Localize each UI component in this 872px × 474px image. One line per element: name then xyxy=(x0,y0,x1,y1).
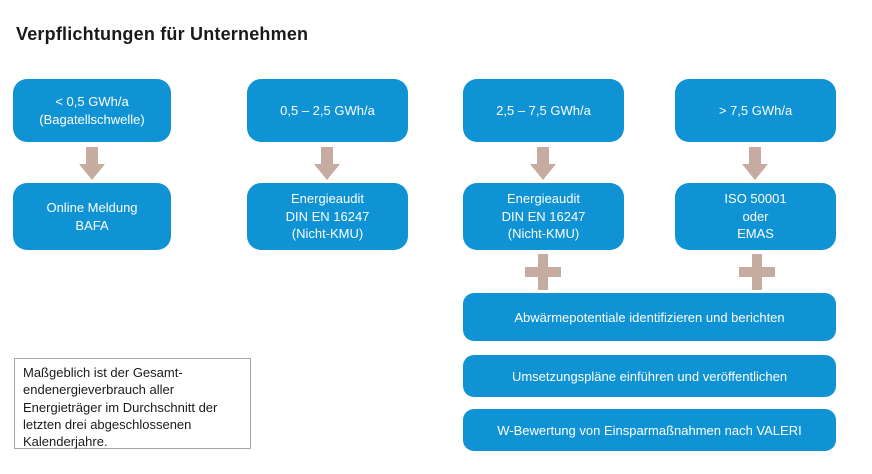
arrow-head xyxy=(530,164,556,180)
threshold-box-bagatell: < 0,5 GWh/a (Bagatellschwelle) xyxy=(13,79,171,142)
plus-icon xyxy=(739,254,775,290)
obligation-box-iso-emas: ISO 50001 oder EMAS xyxy=(675,183,836,250)
obligation-box-bafa: Online Meldung BAFA xyxy=(13,183,171,250)
arrow-shaft xyxy=(321,147,333,164)
threshold-box-2-5-7-5: 2,5 – 7,5 GWh/a xyxy=(463,79,624,142)
plus-vertical xyxy=(538,254,548,290)
additional-obligation-bar-valeri: W-Bewertung von Einsparmaßnahmen nach VA… xyxy=(463,409,836,451)
arrow-down-icon xyxy=(79,147,105,180)
threshold-box-over-7-5: > 7,5 GWh/a xyxy=(675,79,836,142)
plus-icon xyxy=(525,254,561,290)
page-title: Verpflichtungen für Unternehmen xyxy=(16,24,309,44)
arrow-shaft xyxy=(537,147,549,164)
threshold-box-0-5-2-5: 0,5 – 2,5 GWh/a xyxy=(247,79,408,142)
arrow-down-icon xyxy=(742,147,768,180)
plus-vertical xyxy=(752,254,762,290)
arrow-head xyxy=(79,164,105,180)
additional-obligation-bar-umsetzung: Umsetzungspläne einführen und veröffentl… xyxy=(463,355,836,397)
arrow-head xyxy=(314,164,340,180)
arrow-shaft xyxy=(749,147,761,164)
arrow-head xyxy=(742,164,768,180)
arrow-shaft xyxy=(86,147,98,164)
obligation-box-energieaudit-1: Energieaudit DIN EN 16247 (Nicht-KMU) xyxy=(247,183,408,250)
additional-obligation-bar-abwaerme: Abwärmepotentiale identifizieren und ber… xyxy=(463,293,836,341)
arrow-down-icon xyxy=(530,147,556,180)
obligation-box-energieaudit-2: Energieaudit DIN EN 16247 (Nicht-KMU) xyxy=(463,183,624,250)
arrow-down-icon xyxy=(314,147,340,180)
note-box: Maßgeblich ist der Gesamt- endenergiever… xyxy=(14,358,251,449)
